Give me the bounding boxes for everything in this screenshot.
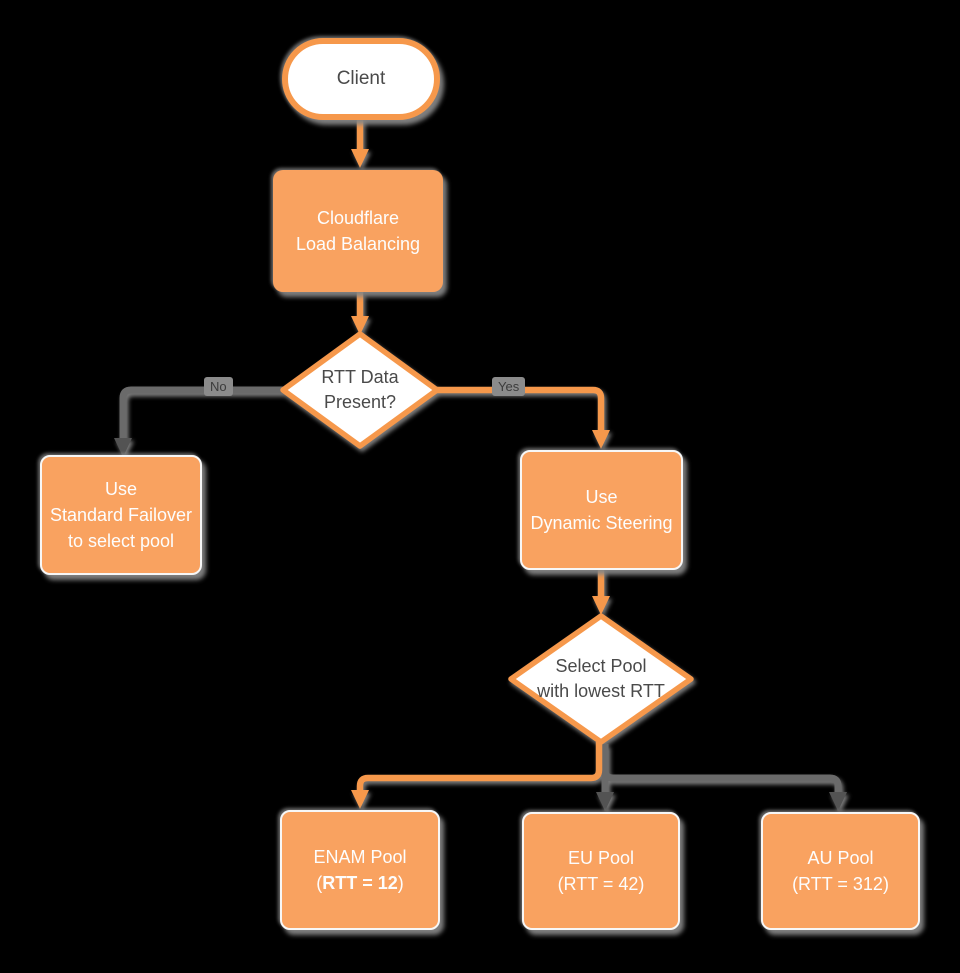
decision-rtt-data-present <box>280 331 440 449</box>
edge-au-arrowhead-icon <box>829 792 847 811</box>
decision-select-pool-label: Select Pool with lowest RTT <box>511 649 691 709</box>
edge-no-branch <box>119 386 283 438</box>
node-enam-rtt-close: ) <box>397 873 404 893</box>
node-enam-rtt-value: RTT = 12 <box>322 873 398 893</box>
node-standard-failover-line2: Standard Failover <box>49 504 193 525</box>
node-au-pool: AU Pool (RTT = 312) <box>761 812 920 930</box>
edge-to-au-pool <box>601 744 842 792</box>
node-dynamic-steering: Use Dynamic Steering <box>520 450 683 570</box>
node-dynamic-steering-line1: Use <box>585 486 618 507</box>
node-standard-failover-line1: Use <box>104 478 137 499</box>
edge-eu-arrowhead-icon <box>596 792 614 811</box>
edge-label-no: No <box>204 377 233 396</box>
node-dynamic-steering-line2: Dynamic Steering <box>530 513 673 533</box>
decision-select-pool-lowest-rtt <box>508 613 694 745</box>
node-eu-pool-line2: (RTT = 42) <box>557 874 645 894</box>
node-enam-pool: ENAM Pool (RTT = 12) <box>280 810 440 930</box>
node-standard-failover-line3: to select pool <box>67 531 175 552</box>
decision-rtt-label-line2: Present? <box>323 392 397 412</box>
node-standard-failover: Use Standard Failover to select pool <box>40 455 202 575</box>
edge-rtt-arrowhead-icon <box>351 316 369 335</box>
node-client-label: Client <box>336 68 386 89</box>
edge-label-yes: Yes <box>492 377 526 396</box>
decision-select-pool-label-line1: Select Pool <box>555 655 647 676</box>
node-client: Client <box>282 38 440 120</box>
node-enam-rtt-open: ( <box>316 873 323 893</box>
node-eu-pool: EU Pool (RTT = 42) <box>522 812 680 930</box>
edge-yes-branch <box>435 386 605 431</box>
edge-client-arrowhead-icon <box>351 149 369 168</box>
node-eu-pool-line1: EU Pool <box>567 847 635 868</box>
edge-no-arrowhead-icon <box>114 438 132 457</box>
node-enam-pool-line1: ENAM Pool <box>313 846 407 867</box>
node-cloudflare-label-line1: Cloudflare <box>316 207 400 228</box>
node-au-pool-line1: AU Pool <box>807 847 874 868</box>
decision-rtt-label: RTT Data Present? <box>280 360 440 420</box>
edge-yes-arrowhead-icon <box>592 430 610 449</box>
edge-to-enam-pool <box>356 742 603 791</box>
edge-enam-arrowhead-icon <box>351 790 369 809</box>
node-cloudflare-load-balancing: Cloudflare Load Balancing <box>273 170 443 292</box>
node-cloudflare-label-line2: Load Balancing <box>295 234 421 254</box>
node-au-pool-line2: (RTT = 312) <box>792 874 889 894</box>
edge-select-arrowhead-icon <box>592 596 610 615</box>
decision-rtt-label-line1: RTT Data <box>321 366 399 387</box>
node-enam-pool-line2: (RTT = 12) <box>316 870 404 896</box>
decision-select-pool-label-line2: with lowest RTT <box>537 681 665 701</box>
